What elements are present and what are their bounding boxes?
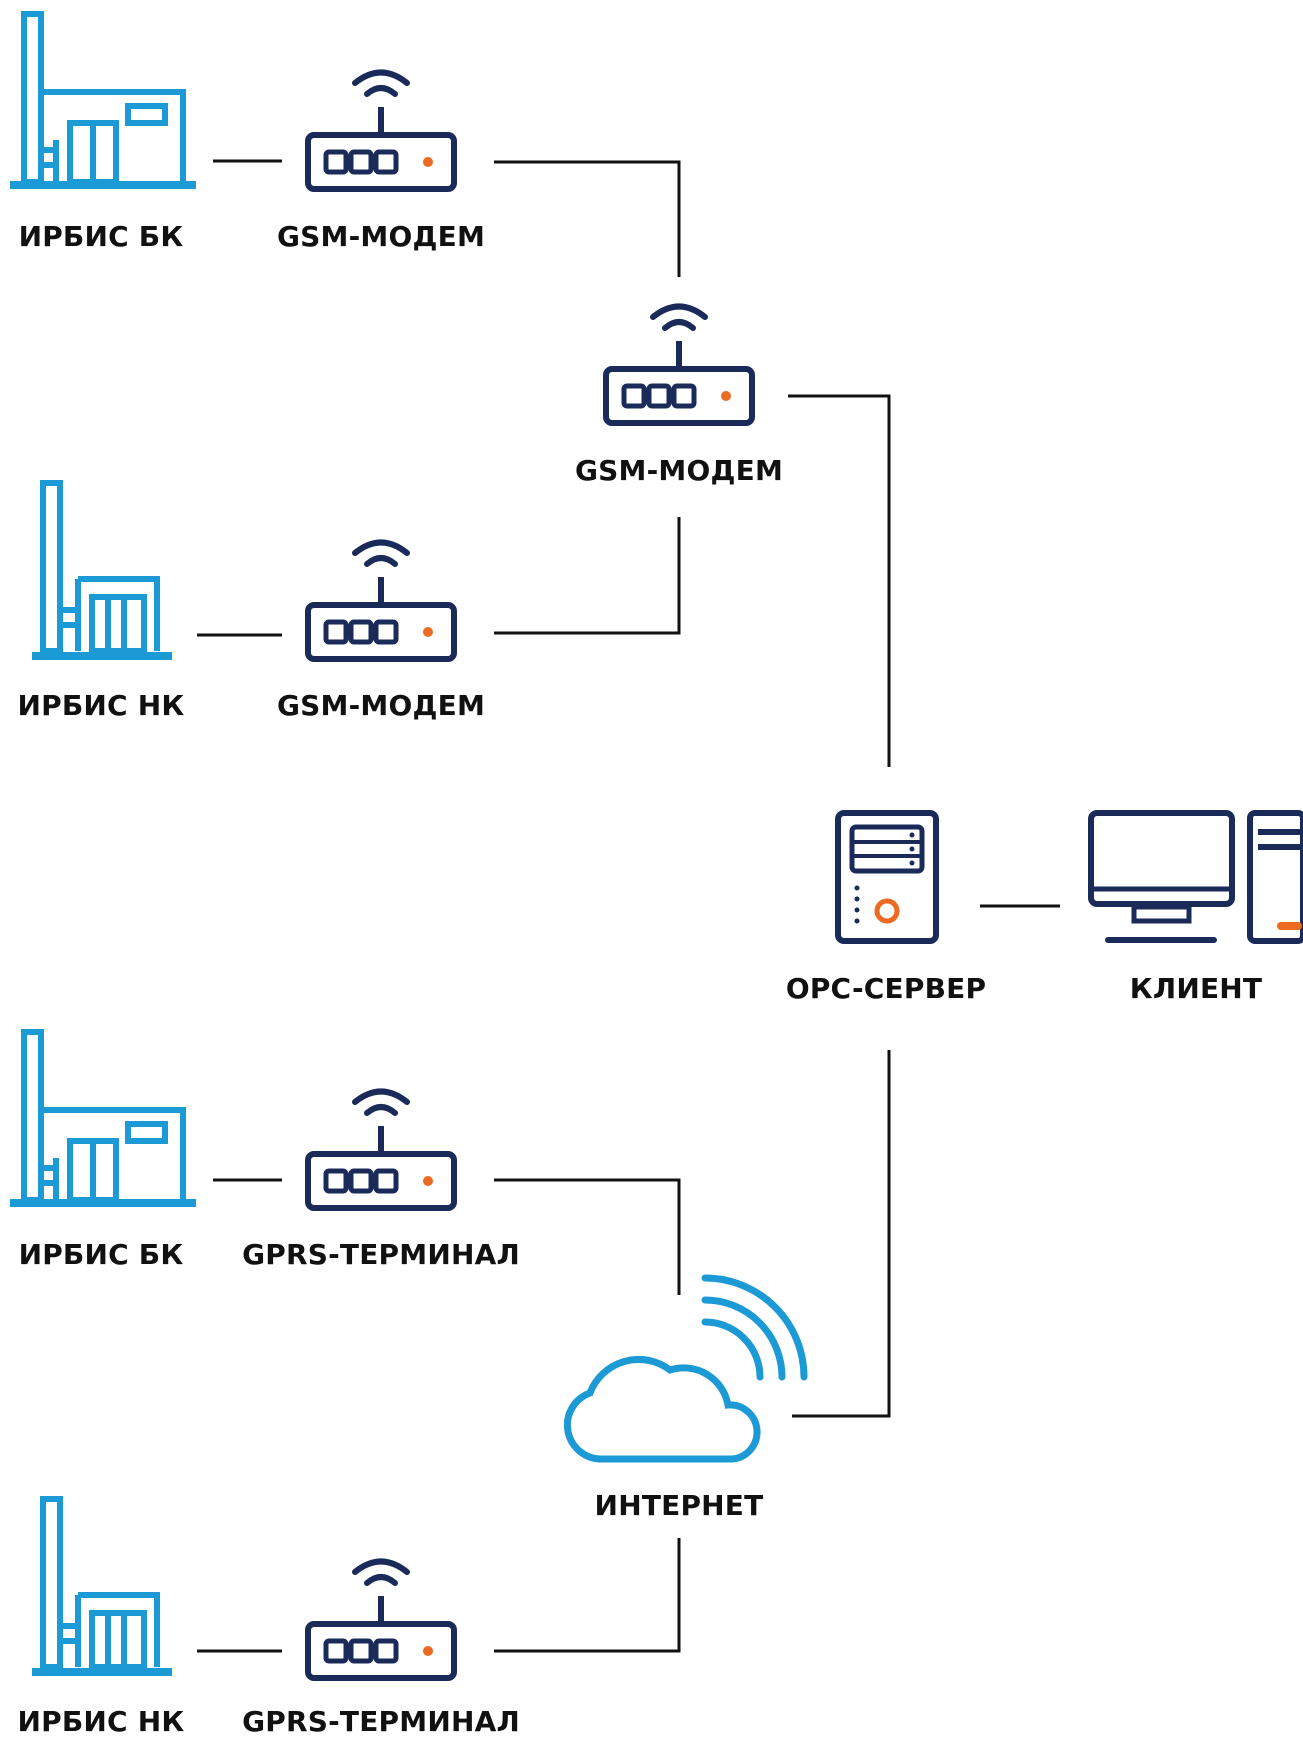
desktop-computer-icon xyxy=(1088,810,1303,944)
link-center-server xyxy=(788,394,891,767)
building-bk-icon xyxy=(10,14,196,185)
irbis-nk-label: ИРБИС НК xyxy=(17,1705,185,1738)
client-label: КЛИЕНТ xyxy=(1129,972,1263,1005)
building-bk-icon xyxy=(10,1032,196,1203)
wireless-modem-icon xyxy=(308,73,454,190)
gprs-terminal-label: GPRS-ТЕРМИНАЛ xyxy=(242,1238,520,1271)
irbis-bk-label: ИРБИС БК xyxy=(18,220,184,253)
wireless-modem-icon xyxy=(308,543,454,660)
server-icon xyxy=(835,810,939,944)
link-terminal1-internet xyxy=(494,1178,681,1295)
gsm-modem-label: GSM-МОДЕМ xyxy=(276,220,486,253)
link-internet-terminal2 xyxy=(494,1538,681,1653)
irbis-nk-label: ИРБИС НК xyxy=(17,689,185,722)
wireless-modem-icon xyxy=(308,1562,454,1679)
internet-label: ИНТЕРНЕТ xyxy=(594,1489,764,1522)
wireless-modem-icon xyxy=(308,1092,454,1209)
gsm-modem-center-label: GSM-МОДЕМ xyxy=(574,454,784,487)
connection-lines xyxy=(197,159,1060,1653)
irbis-bk-label: ИРБИС БК xyxy=(18,1238,184,1271)
link-internet-server xyxy=(792,1050,891,1418)
gprs-terminal-label: GPRS-ТЕРМИНАЛ xyxy=(242,1705,520,1738)
wireless-modem-icon xyxy=(606,307,752,424)
cloud-signal-icon xyxy=(563,1274,808,1463)
building-nk-icon xyxy=(32,1499,172,1672)
link-modem2-center xyxy=(494,517,681,635)
link-modem1-center xyxy=(494,160,681,277)
gsm-modem-label: GSM-МОДЕМ xyxy=(276,689,486,722)
opc-server-label: OPC-СЕРВЕР xyxy=(785,972,987,1005)
building-nk-icon xyxy=(32,483,172,656)
